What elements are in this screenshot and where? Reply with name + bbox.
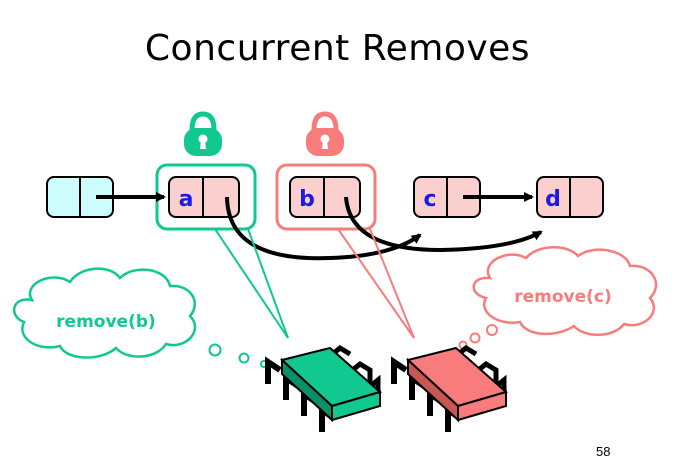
node-c-label: c <box>423 187 436 212</box>
lock-outline-salmon <box>275 163 377 231</box>
thought-bubble-dot <box>238 352 250 364</box>
node-b-label: b <box>299 187 315 212</box>
arrow-b-to-d <box>344 196 543 253</box>
node-a: a <box>168 176 240 218</box>
pointer-salmon <box>337 228 415 339</box>
node-d-label: d <box>545 187 561 212</box>
thought-bubble-dot <box>469 332 481 344</box>
thought-text-remove-b: remove(b) <box>56 312 156 332</box>
thought-bubble-dot <box>486 324 498 336</box>
padlock-icon-teal <box>184 111 222 156</box>
thread-chip-icon-salmon <box>391 344 509 432</box>
slide-number: 58 <box>596 444 611 459</box>
thought-cloud-remove-c: remove(c) <box>472 246 658 336</box>
pointer-teal <box>214 228 289 339</box>
thought-text-remove-c: remove(c) <box>514 287 612 307</box>
thread-chip-icon-teal <box>265 344 383 432</box>
thought-cloud-remove-b: remove(b) <box>12 267 197 359</box>
node-a-label: a <box>179 187 194 212</box>
slide-title: Concurrent Removes <box>144 28 531 69</box>
node-d: d <box>536 176 604 218</box>
thought-bubble-dot <box>208 343 222 357</box>
padlock-icon-salmon <box>306 111 344 156</box>
node-c: c <box>413 176 481 218</box>
node-b: b <box>289 176 361 218</box>
